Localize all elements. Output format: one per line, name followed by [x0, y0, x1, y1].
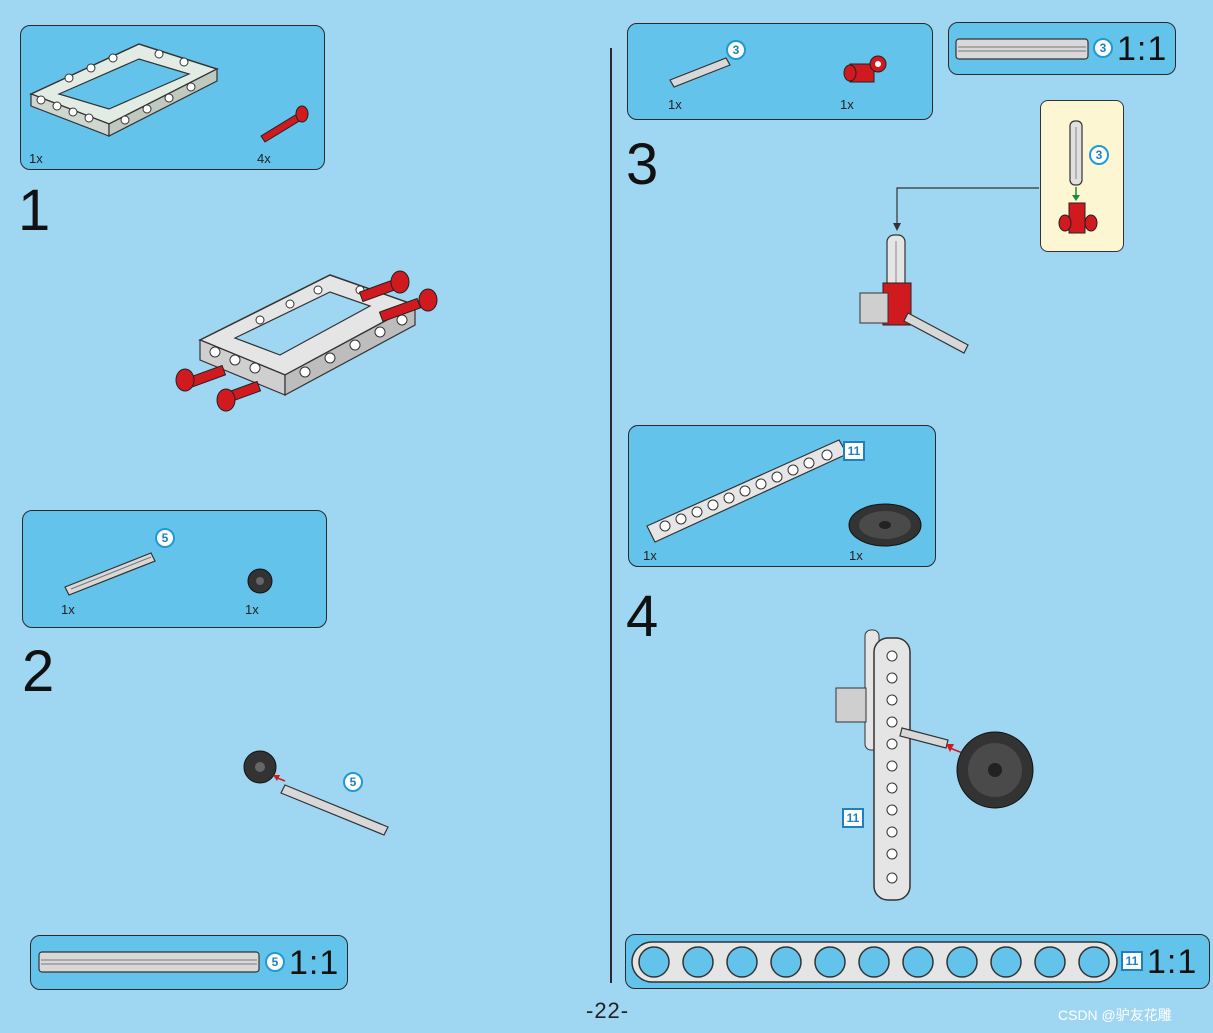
red-pin-part-icon — [257, 104, 317, 144]
watermark: CSDN @驴友花雕 — [1058, 1005, 1172, 1025]
step2-parts-box: 5 1x 1x — [22, 510, 327, 628]
part-quantity: 1x — [668, 97, 682, 112]
red-connector-part-icon — [838, 52, 888, 92]
step-number: 2 — [22, 643, 54, 701]
step4-assembly-illustration — [830, 628, 1035, 903]
step1-assembly-illustration — [170, 260, 460, 420]
frame-5x7-part-icon — [29, 34, 229, 144]
small-gear-part-icon — [245, 566, 275, 596]
part-length-badge: 3 — [726, 40, 746, 60]
axle-5-scale-box: 5 1:1 — [30, 935, 348, 990]
axle-3-scale-box: 3 1:1 — [948, 22, 1176, 75]
step1-parts-box: 1x 4x — [20, 25, 325, 170]
step2-assembly-illustration — [240, 745, 400, 840]
part-length-badge: 5 — [343, 772, 363, 792]
subassembly-illustration — [1059, 119, 1099, 244]
part-length-badge: 3 — [1093, 38, 1113, 58]
axle-5-actual-size — [39, 950, 259, 974]
page-divider — [610, 48, 612, 983]
step4-parts-box: 11 1x 1x — [628, 425, 936, 567]
part-quantity: 4x — [257, 151, 271, 166]
part-length-badge: 11 — [842, 808, 864, 828]
beam-11-actual-size — [632, 941, 1117, 983]
part-length-badge: 11 — [1121, 951, 1143, 971]
part-quantity: 1x — [643, 548, 657, 563]
axle-5-part-icon — [63, 549, 158, 594]
part-length-badge: 5 — [265, 952, 285, 972]
step3-assembly-illustration — [850, 185, 1050, 365]
beam-11-scale-box: 11 1:1 — [625, 934, 1210, 989]
step-number: 3 — [626, 136, 658, 194]
scale-label: 1:1 — [1147, 945, 1197, 979]
part-quantity: 1x — [61, 602, 75, 617]
step-number: 4 — [626, 588, 658, 646]
part-length-badge: 11 — [843, 441, 865, 461]
subassembly-callout: 3 — [1040, 100, 1124, 252]
step-number: 1 — [18, 182, 50, 240]
page-number: -22- — [586, 998, 629, 1024]
scale-label: 1:1 — [1117, 32, 1167, 66]
part-quantity: 1x — [840, 97, 854, 112]
beam-11-part-icon — [643, 434, 853, 544]
part-quantity: 1x — [849, 548, 863, 563]
step3-parts-box: 3 1x 1x — [627, 23, 933, 120]
scale-label: 1:1 — [289, 946, 339, 980]
part-length-badge: 5 — [155, 528, 175, 548]
part-length-badge: 3 — [1089, 145, 1109, 165]
gear-24-part-icon — [845, 500, 925, 550]
part-quantity: 1x — [245, 602, 259, 617]
axle-3-actual-size — [956, 37, 1088, 61]
axle-3-part-icon — [668, 56, 733, 86]
part-quantity: 1x — [29, 151, 43, 166]
